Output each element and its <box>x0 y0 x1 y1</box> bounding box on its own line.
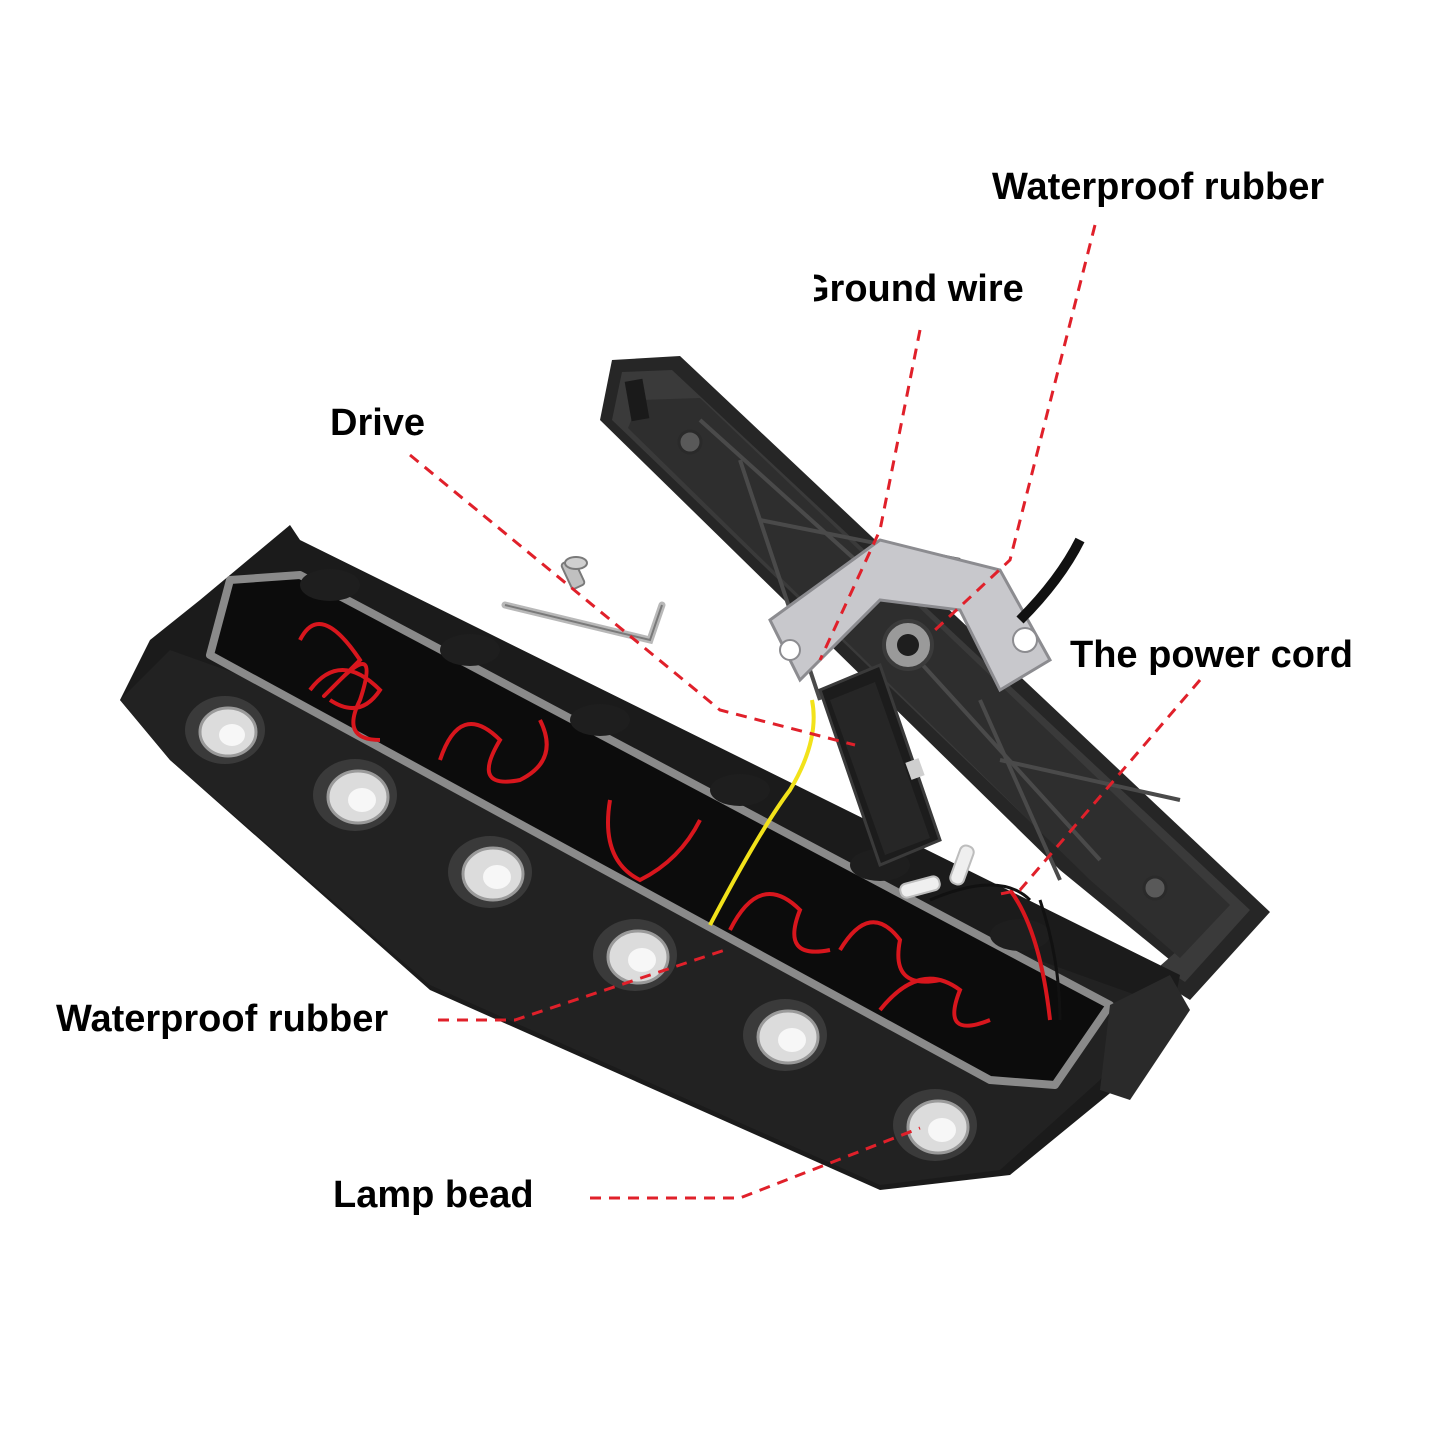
leader-power-cord <box>994 679 1202 897</box>
lamp-bead-icon <box>893 1089 977 1161</box>
label-crop-mask <box>800 262 814 314</box>
leader-ground-wire <box>818 329 922 661</box>
label-ground-wire: Ground wire <box>800 268 1024 310</box>
label-drive: Drive <box>330 402 426 444</box>
label-waterproof-rubber-top: Waterproof rubber <box>992 166 1325 208</box>
lamp-bead-icon <box>185 696 265 764</box>
mounting-bracket <box>768 538 1053 693</box>
lamp-beads <box>185 696 977 1161</box>
led-driver <box>818 663 942 867</box>
lamp-bead-icon <box>448 836 532 908</box>
gasket-seal <box>206 571 1114 1089</box>
label-lamp-bead: Lamp bead <box>333 1174 534 1216</box>
internal-wires <box>298 622 1052 1028</box>
lamp-bead-icon <box>313 759 397 831</box>
wire-connectors <box>899 844 975 899</box>
label-power-cord: The power cord <box>1070 634 1353 676</box>
leader-lines <box>409 224 1202 1200</box>
lamp-bead-icon <box>743 999 827 1071</box>
power-cord-cable <box>1016 537 1085 624</box>
back-cover-plate <box>600 356 1270 1000</box>
label-waterproof-rubber-bottom: Waterproof rubber <box>56 998 389 1040</box>
leader-drive <box>409 453 856 747</box>
leader-waterproof-top <box>933 224 1097 632</box>
lamp-bead-icon <box>593 919 677 991</box>
hardware-kit <box>501 556 666 645</box>
screw-icon <box>677 429 703 455</box>
yellow-ground-wire <box>708 699 816 926</box>
leader-waterproof-bottom <box>438 948 726 1022</box>
screw-icon <box>1142 875 1168 901</box>
